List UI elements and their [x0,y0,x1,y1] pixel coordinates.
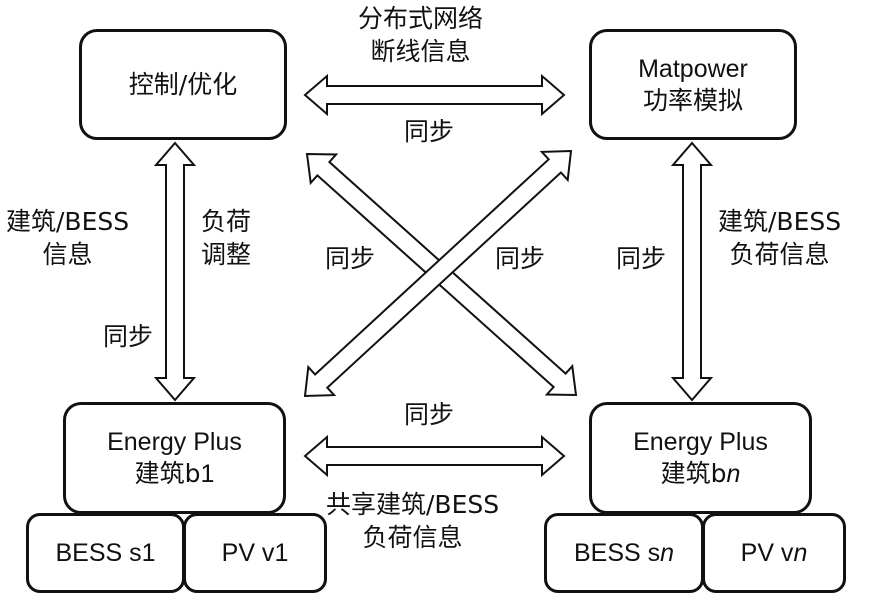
left-edge-info-label: 建筑/BESS 信息 [6,207,130,269]
right-edge-sync-label: 同步 [616,244,667,273]
left-edge-adjust-label: 负荷 调整 [201,207,252,269]
bottom-edge-sync-label: 同步 [404,400,455,429]
control-node-label: 控制/优化 [128,69,238,99]
arrow-matpower-energyplus-b1 [303,149,573,398]
arrow-control-energyplus-b1 [153,141,197,402]
right-edge-info-label: 建筑/BESS 负荷信息 [718,207,842,269]
arrow-energyplus-b1-energyplus-bn [303,434,566,478]
arrow-matpower-energyplus-bn [670,141,714,402]
matpower-node-subtitle: 功率模拟 [642,85,743,115]
energyplus-bn-title: Energy Plus [633,428,768,456]
energyplus-b1-node: Energy Plus 建筑b1 [63,402,286,514]
cross-edge-sync-label-right: 同步 [495,244,546,273]
top-edge-info-label: 分布式网络 断线信息 [358,4,484,66]
bottom-edge-info-label: 共享建筑/BESS 负荷信息 [326,490,500,552]
left-edge-sync-label: 同步 [103,322,154,351]
cross-edge-sync-label-left: 同步 [325,244,376,273]
energyplus-b1-subtitle: 建筑b1 [134,459,215,488]
top-edge-sync-label: 同步 [404,117,455,146]
energyplus-bn-node: Energy Plus 建筑bn [589,402,812,514]
matpower-node: Matpower 功率模拟 [589,29,797,140]
control-optimization-node: 控制/优化 [79,29,287,140]
arrow-control-matpower [303,73,566,117]
energyplus-b1-title: Energy Plus [107,428,242,456]
energyplus-bn-subtitle: 建筑bn [660,459,741,488]
matpower-node-title: Matpower [638,54,748,83]
